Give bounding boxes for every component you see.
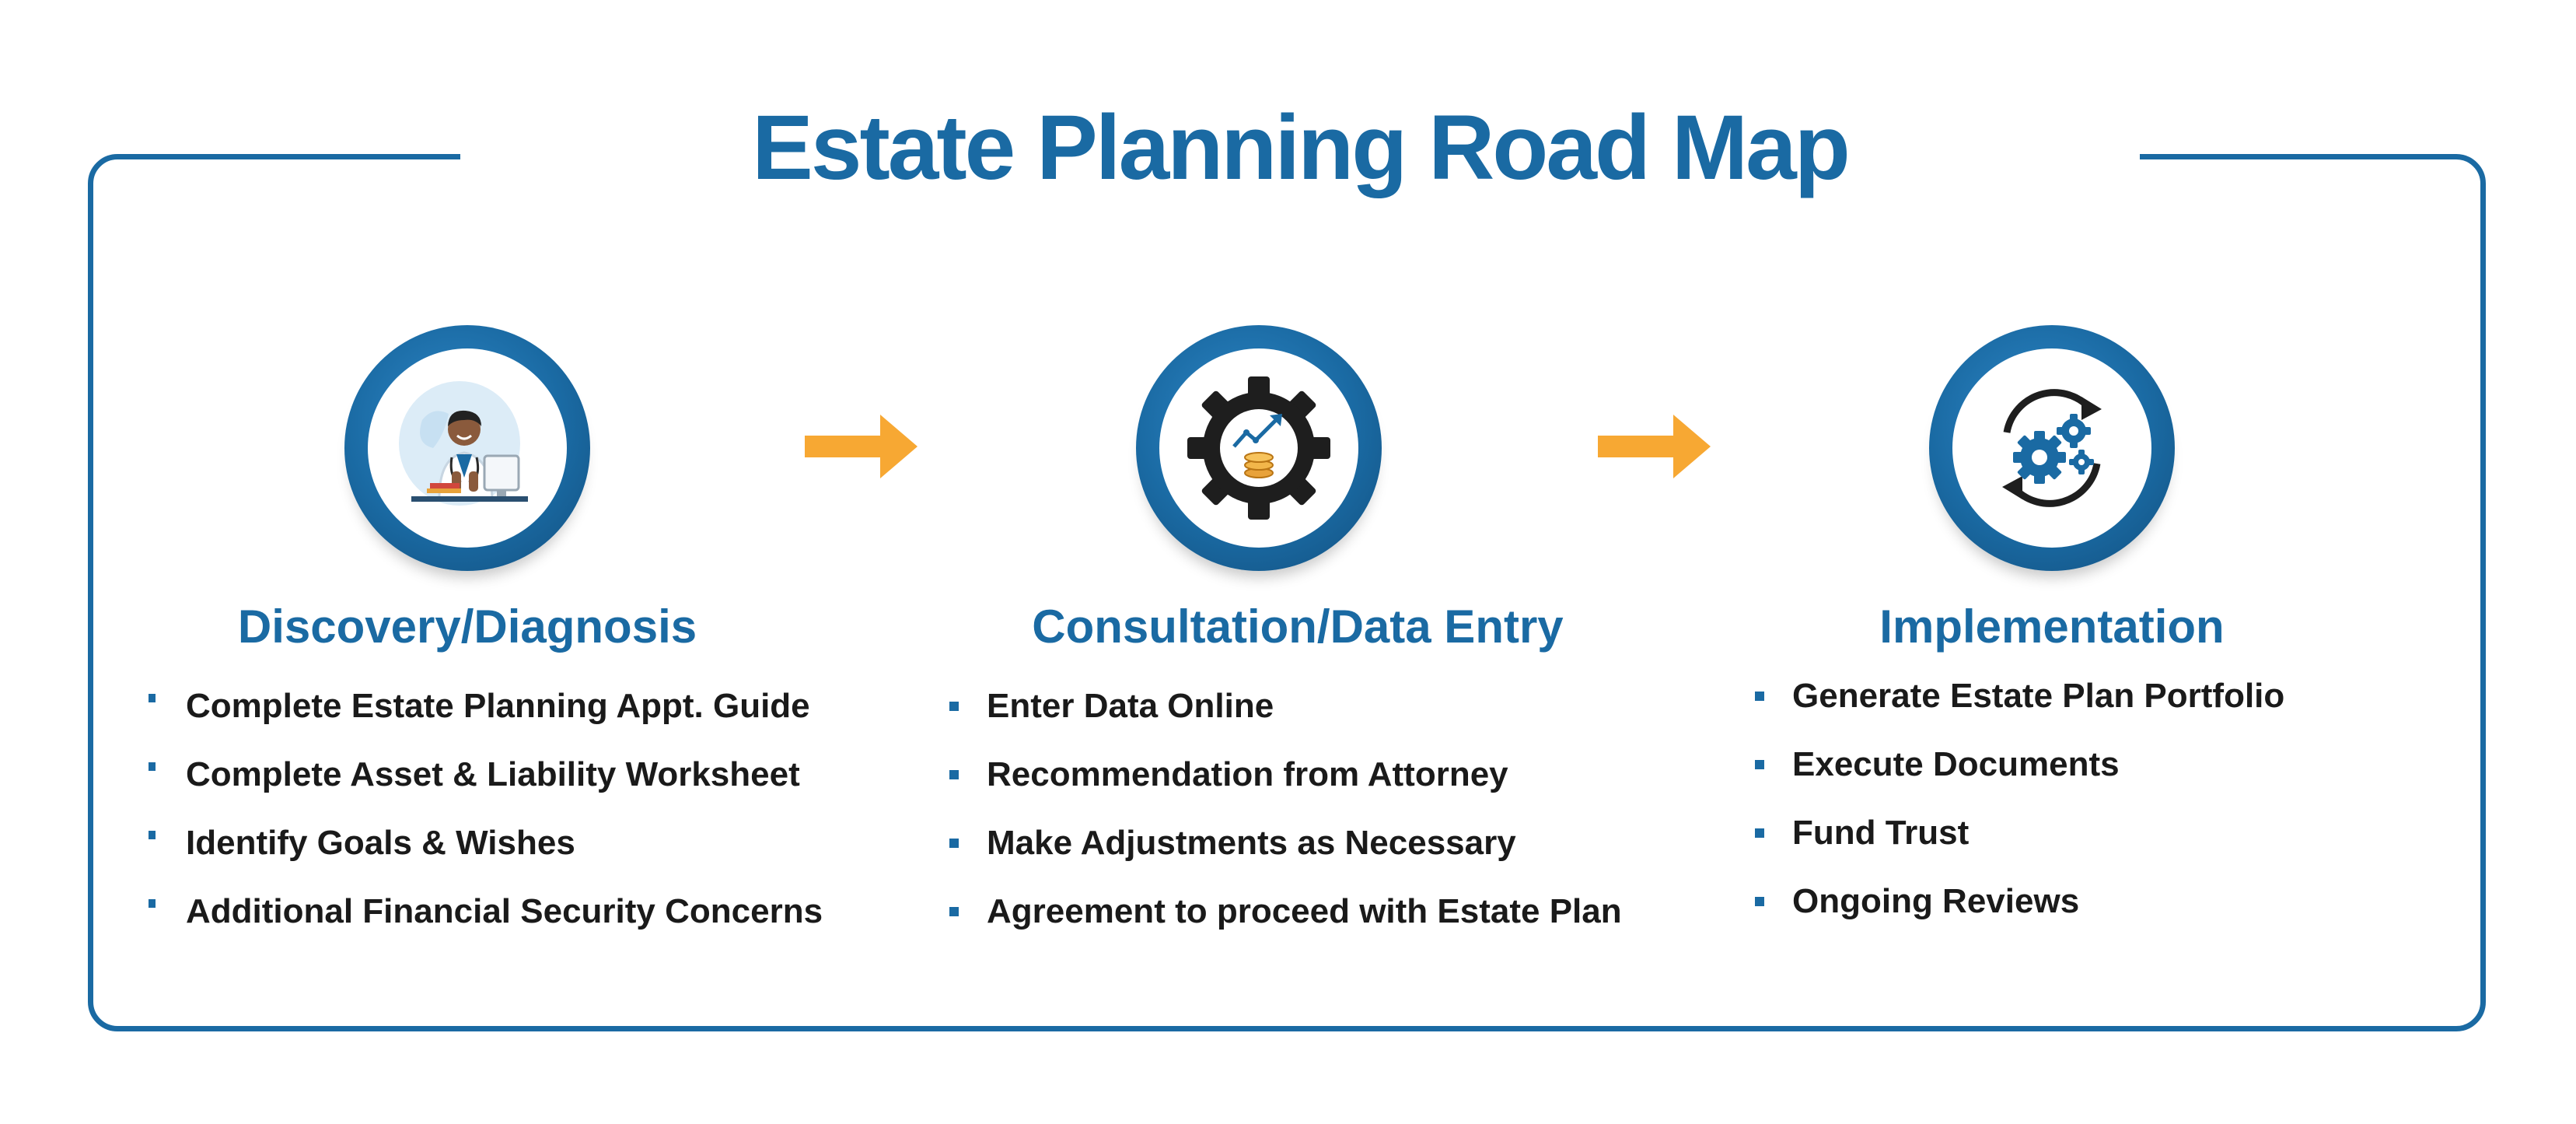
list-item: Generate Estate Plan Portfolio <box>1755 662 2284 730</box>
bullet-icon <box>949 702 959 711</box>
step-1-list: Complete Estate Planning Appt. Guide Com… <box>149 672 823 946</box>
list-item-label: Agreement to proceed with Estate Plan <box>987 892 1622 930</box>
list-item: Identify Goals & Wishes <box>149 809 823 877</box>
bullet-icon <box>1755 760 1764 769</box>
bullet-icon <box>149 762 156 771</box>
list-item: Ongoing Reviews <box>1755 867 2284 936</box>
list-item-label: Recommendation from Attorney <box>987 755 1508 793</box>
list-item-label: Make Adjustments as Necessary <box>987 824 1516 862</box>
arrow-right-icon <box>805 415 918 478</box>
bullet-icon <box>949 839 959 848</box>
list-item-label: Enter Data Online <box>987 687 1274 725</box>
gears-cycle-icon <box>2002 389 2102 507</box>
list-item-label: Ongoing Reviews <box>1792 882 2080 920</box>
title-gap <box>460 144 2140 175</box>
list-item: Complete Asset & Liability Worksheet <box>149 741 823 809</box>
list-item: Execute Documents <box>1755 730 2284 799</box>
step-3-list: Generate Estate Plan Portfolio Execute D… <box>1755 662 2284 936</box>
list-item: Make Adjustments as Necessary <box>949 809 1622 877</box>
step-1-circle <box>344 325 590 571</box>
list-item-label: Fund Trust <box>1792 814 1970 852</box>
arrow-right-icon <box>1598 415 1711 478</box>
bullet-icon <box>1755 692 1764 701</box>
step-2-heading: Consultation/Data Entry <box>1032 601 1564 653</box>
bullet-icon <box>949 907 959 916</box>
list-item-label: Generate Estate Plan Portfolio <box>1792 677 2285 715</box>
step-1-heading: Discovery/Diagnosis <box>237 601 697 653</box>
list-item: Agreement to proceed with Estate Plan <box>949 877 1622 946</box>
list-item-label: Additional Financial Security Concerns <box>186 892 823 930</box>
list-item: Additional Financial Security Concerns <box>149 877 823 946</box>
bullet-icon <box>149 899 156 908</box>
bullet-icon <box>1755 828 1764 838</box>
bullet-icon <box>949 770 959 779</box>
list-item-label: Complete Asset & Liability Worksheet <box>186 755 800 793</box>
list-item-label: Complete Estate Planning Appt. Guide <box>186 687 810 725</box>
gear-growth-coins-icon <box>1187 376 1330 520</box>
list-item: Enter Data Online <box>949 672 1622 741</box>
step-2-circle <box>1136 325 1382 571</box>
list-item: Complete Estate Planning Appt. Guide <box>149 672 823 741</box>
step-2-list: Enter Data Online Recommendation from At… <box>949 672 1622 946</box>
step-3-circle <box>1929 325 2175 571</box>
bullet-icon <box>149 831 156 839</box>
list-item-label: Identify Goals & Wishes <box>186 824 575 862</box>
bullet-icon <box>149 694 156 702</box>
person-at-desk-icon <box>399 381 528 506</box>
list-item-label: Execute Documents <box>1792 745 2120 783</box>
bullet-icon <box>1755 897 1764 906</box>
list-item: Fund Trust <box>1755 799 2284 867</box>
step-3-heading: Implementation <box>1879 601 2225 653</box>
list-item: Recommendation from Attorney <box>949 741 1622 809</box>
page-title: Estate Planning Road Map <box>752 96 1851 199</box>
